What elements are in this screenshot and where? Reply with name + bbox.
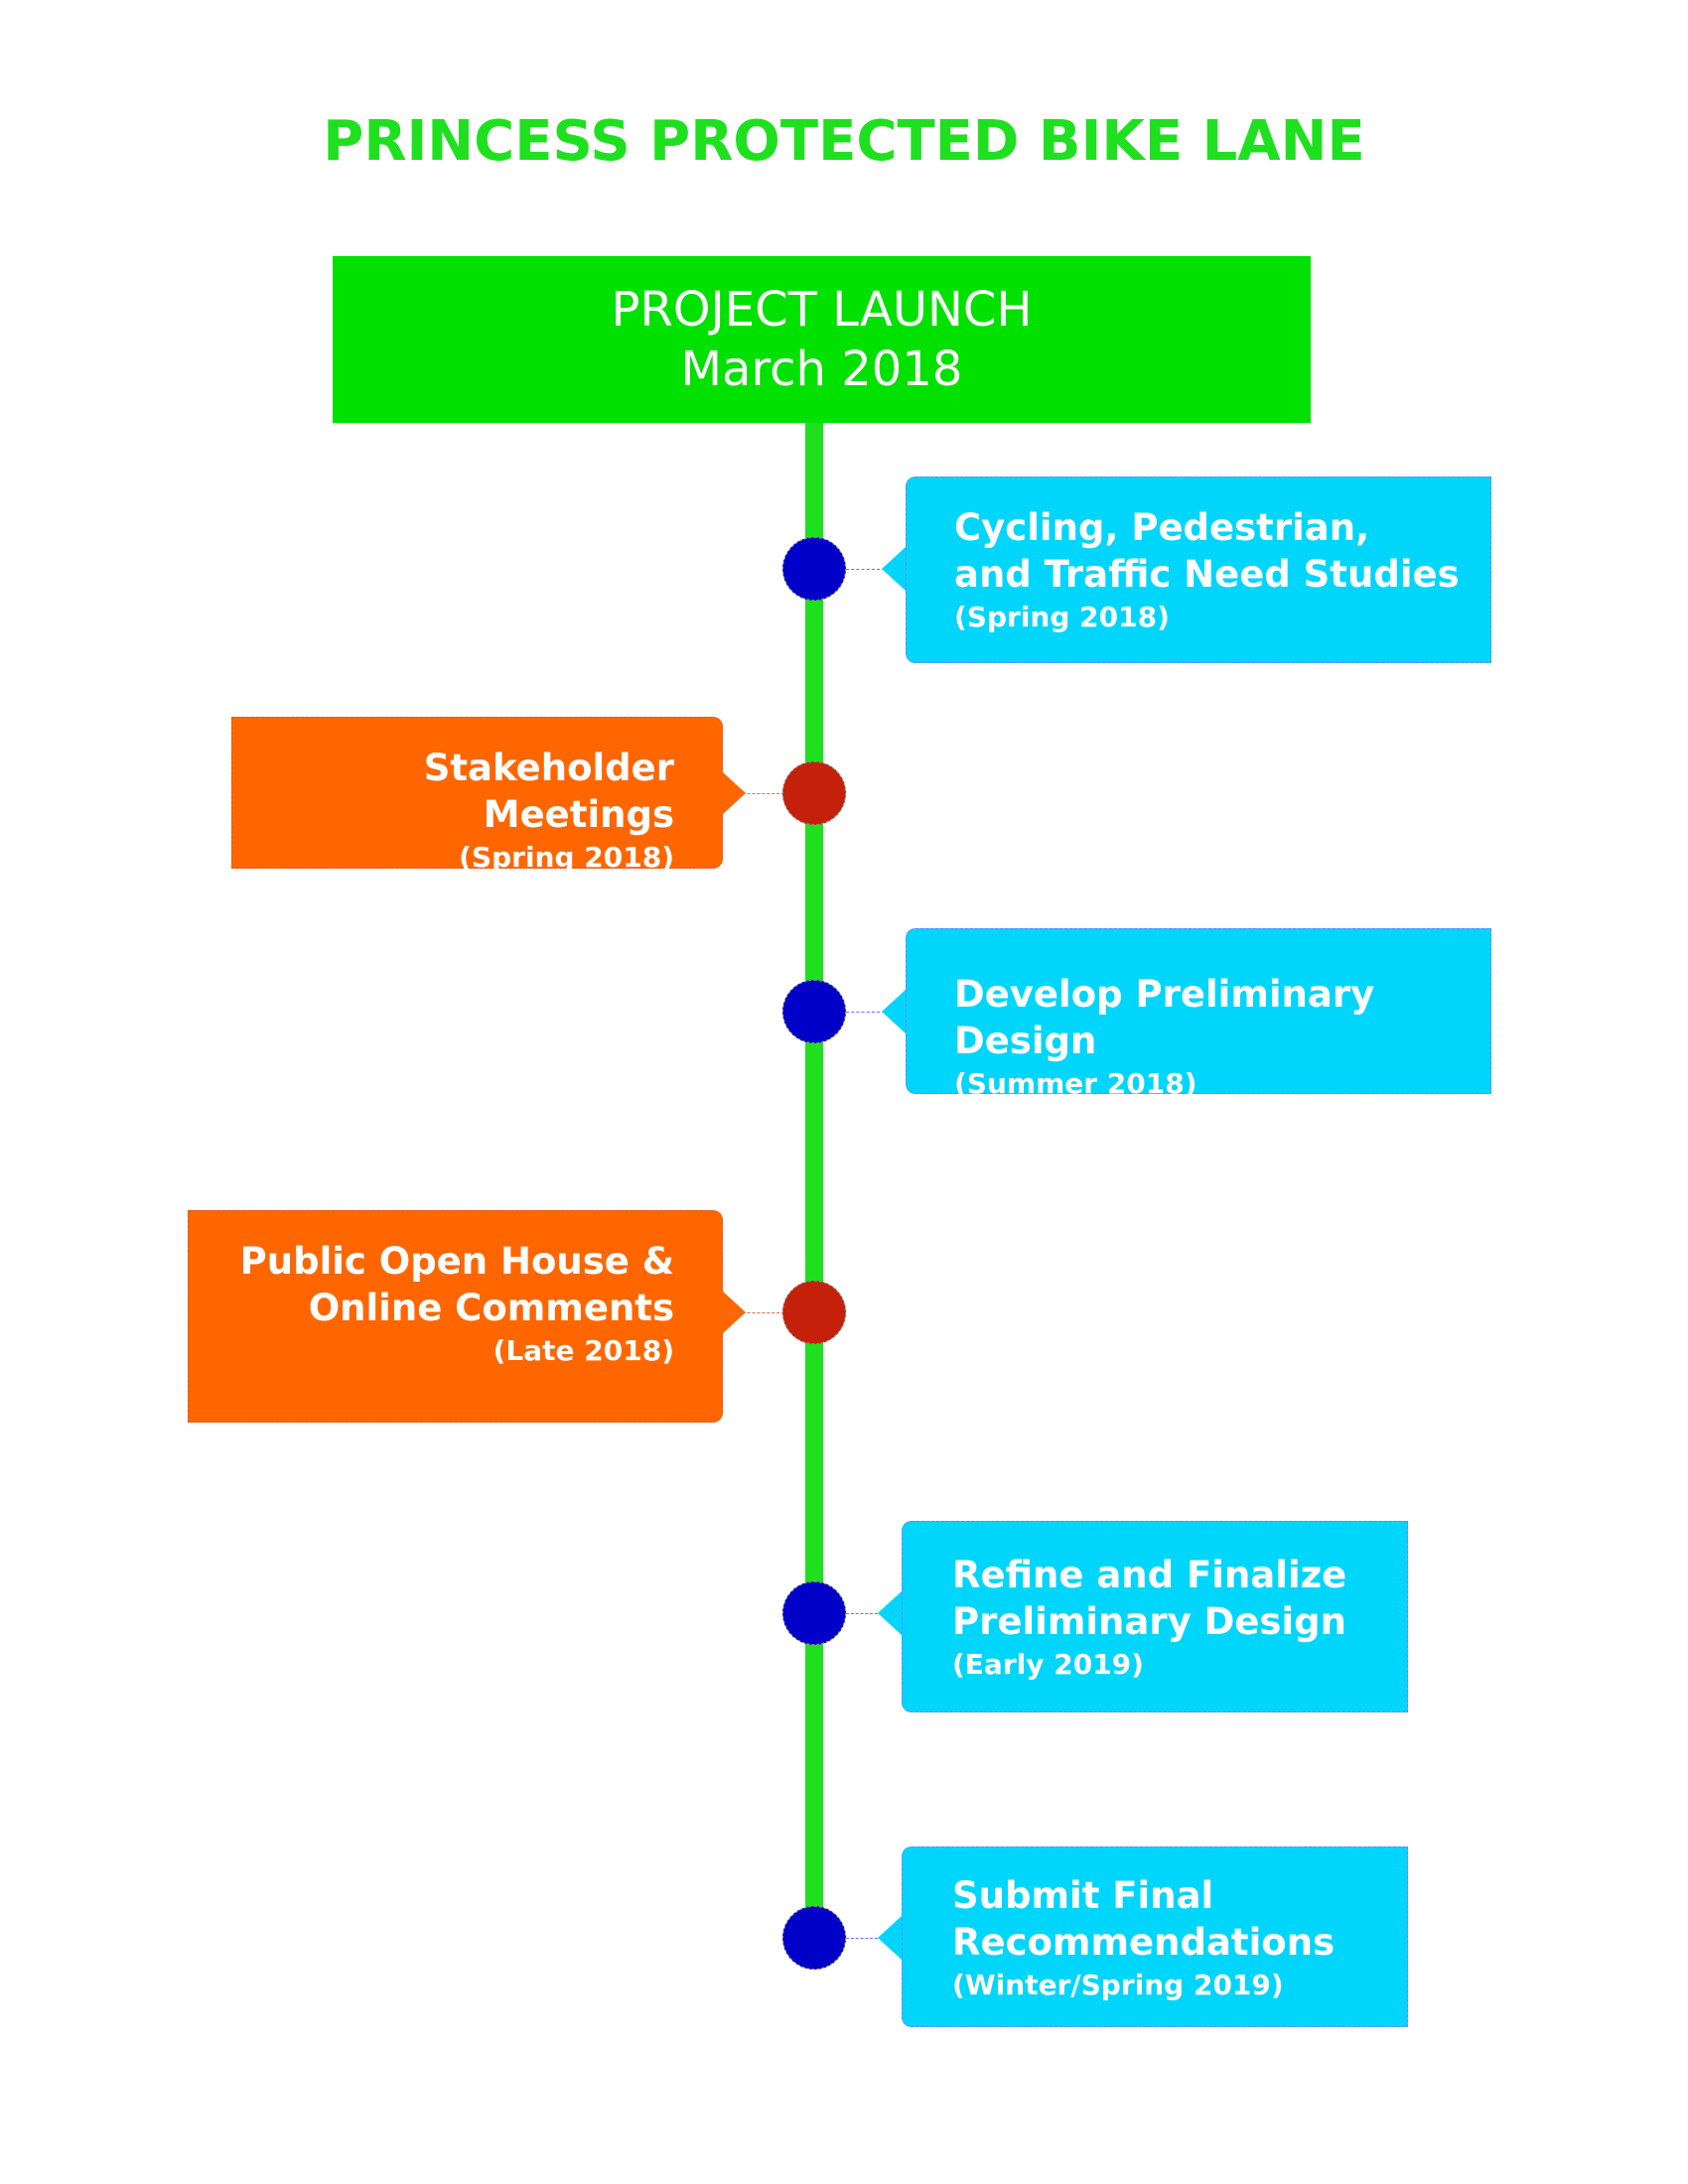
milestone-connector xyxy=(846,1012,906,1013)
milestone-connector xyxy=(723,793,784,794)
milestone-connector xyxy=(723,1312,784,1313)
page-title: PRINCESS PROTECTED BIKE LANE xyxy=(323,109,1365,174)
milestone-dot-red xyxy=(782,1281,846,1344)
milestone-box-stakeholder-meetings: Stakeholder Meetings (Spring 2018) xyxy=(231,717,723,874)
milestone-box-finalize-design: Refine and Finalize Preliminary Design (… xyxy=(902,1521,1408,1712)
timeline-spine xyxy=(805,423,823,1942)
milestone-title-line: Refine and Finalize xyxy=(952,1554,1347,1596)
milestone-box-final-recommendations: Submit Final Recommendations (Winter/Spr… xyxy=(902,1846,1408,2027)
milestone-date: (Early 2019) xyxy=(952,1648,1144,1681)
milestone-dot-blue xyxy=(782,980,846,1043)
launch-date: March 2018 xyxy=(680,341,963,397)
milestone-title-line: Online Comments xyxy=(308,1287,674,1329)
launch-title: PROJECT LAUNCH xyxy=(611,282,1033,338)
milestone-dot-red xyxy=(782,761,846,825)
milestone-dot-blue xyxy=(782,1906,846,1970)
milestone-box-preliminary-design: Develop Preliminary Design (Summer 2018) xyxy=(906,928,1491,1100)
milestone-pointer xyxy=(878,1916,902,1960)
milestone-box-needs-studies: Cycling, Pedestrian, and Traffic Need St… xyxy=(906,477,1491,663)
milestone-title-line: Stakeholder Meetings xyxy=(423,747,674,836)
milestone-title-line: Preliminary Design xyxy=(952,1600,1346,1643)
milestone-title-line: and Traffic Need Studies xyxy=(954,553,1460,596)
milestone-connector xyxy=(846,1613,902,1614)
project-launch-box: PROJECT LAUNCH March 2018 xyxy=(333,256,1311,423)
milestone-dot-blue xyxy=(782,537,846,601)
milestone-date: (Spring 2018) xyxy=(459,841,674,874)
milestone-title-line: Cycling, Pedestrian, xyxy=(954,506,1370,549)
milestone-title-line: Public Open House & xyxy=(239,1240,674,1283)
milestone-pointer xyxy=(882,990,906,1033)
milestone-date: (Late 2018) xyxy=(492,1334,674,1367)
milestone-date: (Summer 2018) xyxy=(954,1067,1197,1100)
milestone-date: (Spring 2018) xyxy=(954,601,1170,633)
milestone-dot-blue xyxy=(782,1581,846,1645)
milestone-connector xyxy=(846,1938,902,1939)
milestone-pointer xyxy=(878,1591,902,1635)
milestone-title-line: Submit Final xyxy=(952,1874,1214,1917)
milestone-title-line: Recommendations xyxy=(952,1921,1336,1964)
milestone-title-line: Develop Preliminary Design xyxy=(954,973,1375,1062)
milestone-box-open-house: Public Open House & Online Comments (Lat… xyxy=(188,1210,723,1423)
milestone-connector xyxy=(846,569,906,570)
milestone-pointer xyxy=(882,547,906,591)
milestone-date: (Winter/Spring 2019) xyxy=(952,1969,1284,2001)
